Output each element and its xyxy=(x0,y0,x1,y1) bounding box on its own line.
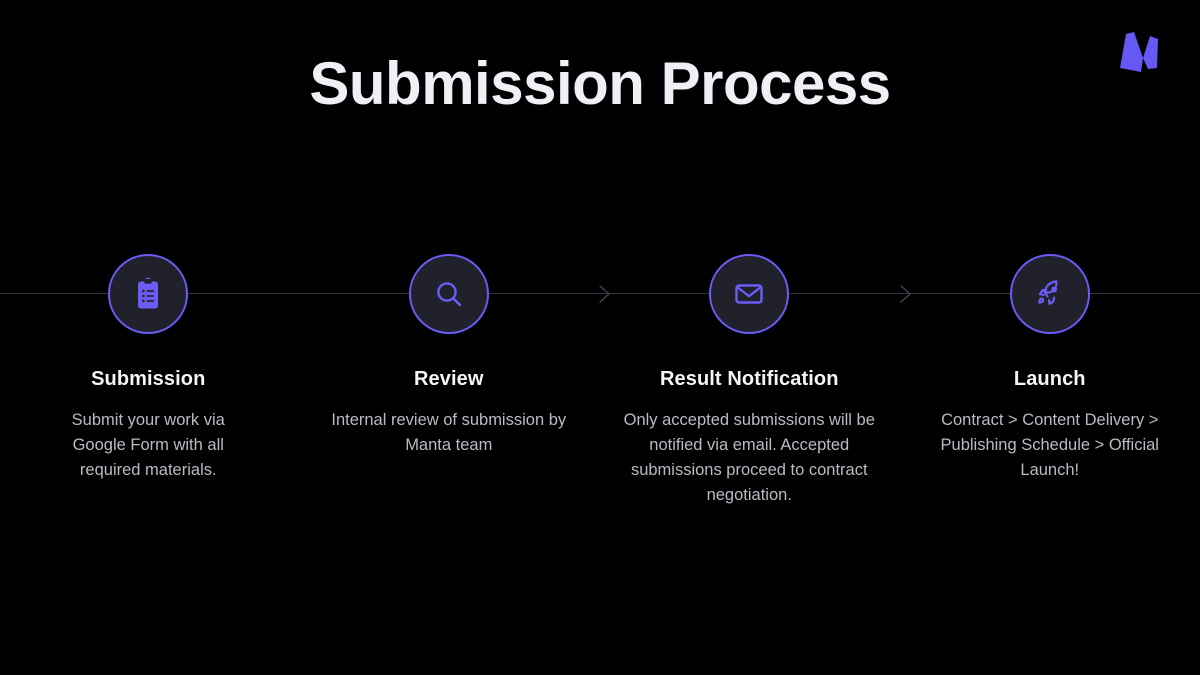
step-badge-review[interactable] xyxy=(408,254,489,334)
step-title: Launch xyxy=(1013,368,1086,390)
clipboard-checklist-icon xyxy=(128,274,168,314)
step-badge-launch[interactable] xyxy=(1009,254,1090,334)
chevron-right-icon xyxy=(891,279,921,309)
step-badge-result-notification[interactable] xyxy=(709,254,790,334)
timeline-step-result-notification[interactable]: Result Notification Only accepted submis… xyxy=(599,200,900,620)
rocket-launch-icon xyxy=(1030,274,1070,314)
envelope-mail-icon xyxy=(729,274,769,314)
step-title: Submission xyxy=(91,368,206,390)
step-description: Only accepted submissions will be notifi… xyxy=(623,411,875,504)
step-description: Internal review of submission by Manta t… xyxy=(331,411,567,454)
timeline-step-review[interactable]: Review Internal review of submission by … xyxy=(299,200,600,620)
step-title: Review xyxy=(413,368,484,390)
step-description: Contract > Content Delivery > Publishing… xyxy=(940,411,1159,479)
step-description: Submit your work via Google Form with al… xyxy=(71,411,225,479)
manta-logo xyxy=(1110,22,1172,84)
step-title: Result Notification xyxy=(659,368,839,390)
magnifier-search-icon xyxy=(429,274,469,314)
timeline-step-launch[interactable]: Launch Contract > Content Delivery > Pub… xyxy=(900,200,1200,620)
process-timeline: Submission Submit your work via Google F… xyxy=(0,200,1200,620)
timeline-steps: Submission Submit your work via Google F… xyxy=(0,200,1200,620)
page-title: Submission Process xyxy=(309,50,891,117)
timeline-rail xyxy=(0,293,1200,294)
step-badge-submission[interactable] xyxy=(108,254,189,334)
chevron-right-icon xyxy=(590,279,620,309)
timeline-step-submission[interactable]: Submission Submit your work via Google F… xyxy=(0,200,299,620)
